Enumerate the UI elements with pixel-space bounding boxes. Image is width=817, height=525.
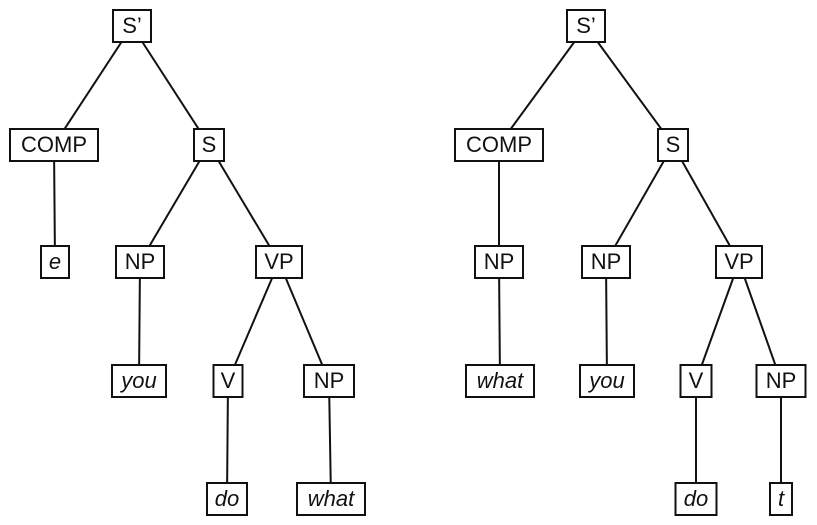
edge-vp-v: [227, 261, 280, 382]
node-v: V: [212, 364, 244, 398]
node-do: do: [206, 482, 248, 516]
node-vp: VP: [715, 245, 763, 279]
node-do: do: [674, 482, 718, 516]
node-what: what: [296, 482, 366, 516]
edge-s-np: [139, 144, 210, 263]
edge-sbar-s: [585, 25, 674, 146]
node-comp: COMP: [9, 128, 99, 162]
edge-sbar-comp: [498, 25, 587, 146]
node-np-comp: NP: [474, 245, 524, 279]
edge-np-you: [138, 261, 141, 382]
edge-v-do: [226, 380, 229, 500]
edge-sbar-comp: [53, 25, 133, 146]
node-e: e: [40, 245, 70, 279]
edge-s-vp: [672, 144, 740, 263]
node-you: you: [111, 364, 167, 398]
node-v: V: [679, 364, 713, 398]
edge-np-what: [328, 380, 332, 500]
edge-vp-v: [695, 261, 740, 382]
node-you: you: [579, 364, 635, 398]
node-np-object: NP: [755, 364, 807, 398]
node-sprime: S’: [112, 9, 152, 43]
node-s: S: [193, 128, 225, 162]
edge-vp-np: [278, 261, 330, 382]
edge-np-what: [498, 261, 501, 382]
edge-s-vp: [208, 144, 280, 263]
node-np-subject: NP: [581, 245, 631, 279]
edge-np-you: [605, 261, 608, 382]
node-t: t: [769, 482, 793, 516]
node-np-subject: NP: [115, 245, 165, 279]
edge-sbar-s: [131, 25, 210, 146]
edge-comp-e: [53, 144, 56, 263]
node-sprime: S’: [566, 9, 606, 43]
node-np-object: NP: [303, 364, 355, 398]
node-comp: COMP: [454, 128, 544, 162]
node-what: what: [465, 364, 535, 398]
node-s: S: [657, 128, 689, 162]
node-vp: VP: [255, 245, 303, 279]
edge-s-np: [605, 144, 674, 263]
edge-vp-np: [738, 261, 782, 382]
